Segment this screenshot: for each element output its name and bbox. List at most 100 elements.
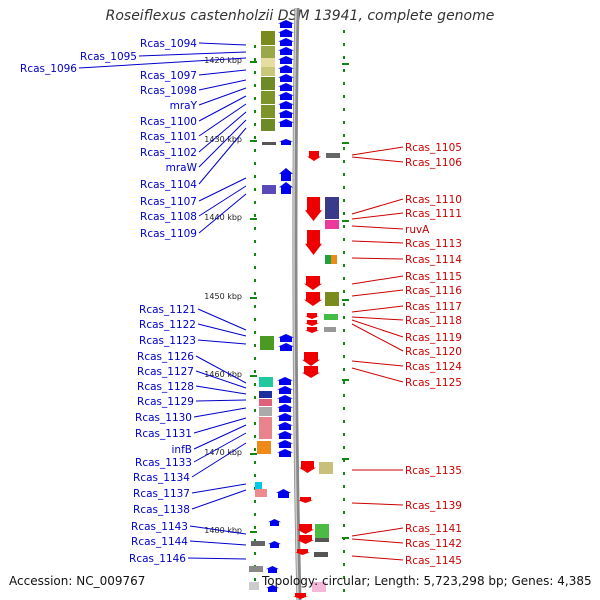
reverse-gene-arrow — [305, 327, 319, 333]
leader-line-left — [191, 442, 247, 478]
tick-dot — [254, 474, 256, 477]
leader-line-right — [351, 212, 404, 220]
leader-line-left — [197, 339, 247, 345]
leader-line-left — [198, 111, 247, 153]
tick-dot — [254, 266, 256, 269]
left-feature-box — [260, 336, 274, 350]
left-feature-box — [255, 482, 262, 490]
gene-label-left: Rcas_1108 — [140, 211, 197, 223]
reverse-gene-arrow — [302, 366, 320, 378]
forward-gene-arrow — [268, 541, 281, 548]
forward-gene-arrow — [278, 20, 294, 28]
reverse-gene-arrow — [305, 320, 319, 326]
tick-dot — [343, 134, 345, 137]
scale-tick — [250, 140, 257, 142]
leader-line-left — [195, 370, 247, 389]
scale-label: 1460 kbp — [204, 370, 242, 379]
leader-line-left — [198, 193, 247, 234]
gene-label-right: Rcas_1119 — [405, 332, 462, 344]
tick-dot — [343, 407, 345, 410]
reverse-gene-arrow — [298, 497, 313, 503]
left-feature-box — [259, 407, 272, 416]
forward-gene-arrow — [278, 343, 294, 351]
gene-label-left: Rcas_1094 — [140, 38, 197, 50]
tick-dot — [343, 160, 345, 163]
leader-line-left — [197, 323, 247, 337]
forward-gene-arrow — [278, 38, 294, 46]
tick-dot — [343, 511, 345, 514]
forward-gene-arrow — [278, 101, 294, 109]
right-feature-box — [315, 524, 329, 538]
leader-line-left — [195, 355, 247, 384]
gene-label-left: Rcas_1121 — [139, 304, 196, 316]
gene-label-left: mraW — [166, 162, 198, 174]
tick-dot — [343, 95, 345, 98]
tick-dot — [254, 136, 256, 139]
leader-line-left — [198, 69, 247, 76]
tick-dot — [254, 45, 256, 48]
leader-line-right — [351, 305, 404, 313]
scale-label: 1420 kbp — [204, 56, 242, 65]
forward-gene-arrow — [266, 566, 279, 573]
left-feature-box — [261, 31, 275, 45]
tick-dot — [343, 550, 345, 553]
tick-dash — [342, 379, 349, 381]
tick-dash — [342, 299, 349, 301]
tick-dot — [343, 147, 345, 150]
gene-label-right: ruvA — [405, 224, 430, 236]
forward-gene-arrow — [277, 449, 293, 457]
forward-gene-arrow — [278, 83, 294, 91]
left-feature-box — [251, 541, 265, 546]
right-feature-box — [315, 538, 329, 542]
leader-line-left — [187, 557, 247, 560]
tick-dot — [254, 526, 256, 529]
forward-gene-arrow — [277, 431, 293, 439]
gene-label-left: Rcas_1095 — [80, 51, 137, 63]
tick-dash — [342, 458, 349, 460]
tick-dot — [254, 500, 256, 503]
forward-gene-arrow — [277, 386, 293, 394]
tick-dot — [343, 108, 345, 111]
right-feature-box — [314, 552, 328, 557]
forward-gene-arrow — [277, 413, 293, 421]
tick-dot — [343, 238, 345, 241]
tick-dash — [342, 220, 349, 222]
tick-dot — [254, 539, 256, 542]
genome-backbone-highlight — [293, 7, 299, 600]
forward-gene-arrow — [277, 404, 293, 412]
tick-dot — [343, 498, 345, 501]
tick-dot — [343, 589, 345, 592]
tick-dot — [343, 355, 345, 358]
leader-line-right — [351, 538, 404, 544]
leader-line-left — [193, 407, 247, 418]
gene-label-left: Rcas_1131 — [135, 428, 192, 440]
leader-line-left — [198, 95, 247, 122]
reverse-gene-arrow — [305, 197, 322, 221]
left-feature-box — [261, 67, 275, 76]
right-feature-box — [331, 255, 337, 264]
reverse-gene-arrow — [297, 524, 314, 534]
tick-dot — [254, 253, 256, 256]
gene-label-right: Rcas_1110 — [405, 194, 462, 206]
tick-dot — [254, 214, 256, 217]
leader-line-right — [351, 289, 404, 297]
tick-dot — [343, 342, 345, 345]
tick-dot — [254, 305, 256, 308]
scale-tick — [250, 61, 257, 63]
right-feature-box — [325, 255, 331, 264]
forward-gene-arrow — [278, 92, 294, 100]
reverse-gene-arrow — [305, 230, 322, 255]
gene-label-left: Rcas_1126 — [137, 351, 194, 363]
gene-label-right: Rcas_1145 — [405, 555, 462, 567]
leader-line-left — [189, 525, 247, 535]
leader-line-right — [351, 225, 404, 230]
right-feature-box — [324, 327, 336, 332]
tick-dot — [343, 446, 345, 449]
tick-dot — [343, 420, 345, 423]
tick-dot — [343, 394, 345, 397]
leader-line-right — [351, 156, 404, 163]
tick-dot — [254, 162, 256, 165]
leader-line-left — [193, 432, 247, 463]
left-feature-box — [259, 377, 273, 387]
